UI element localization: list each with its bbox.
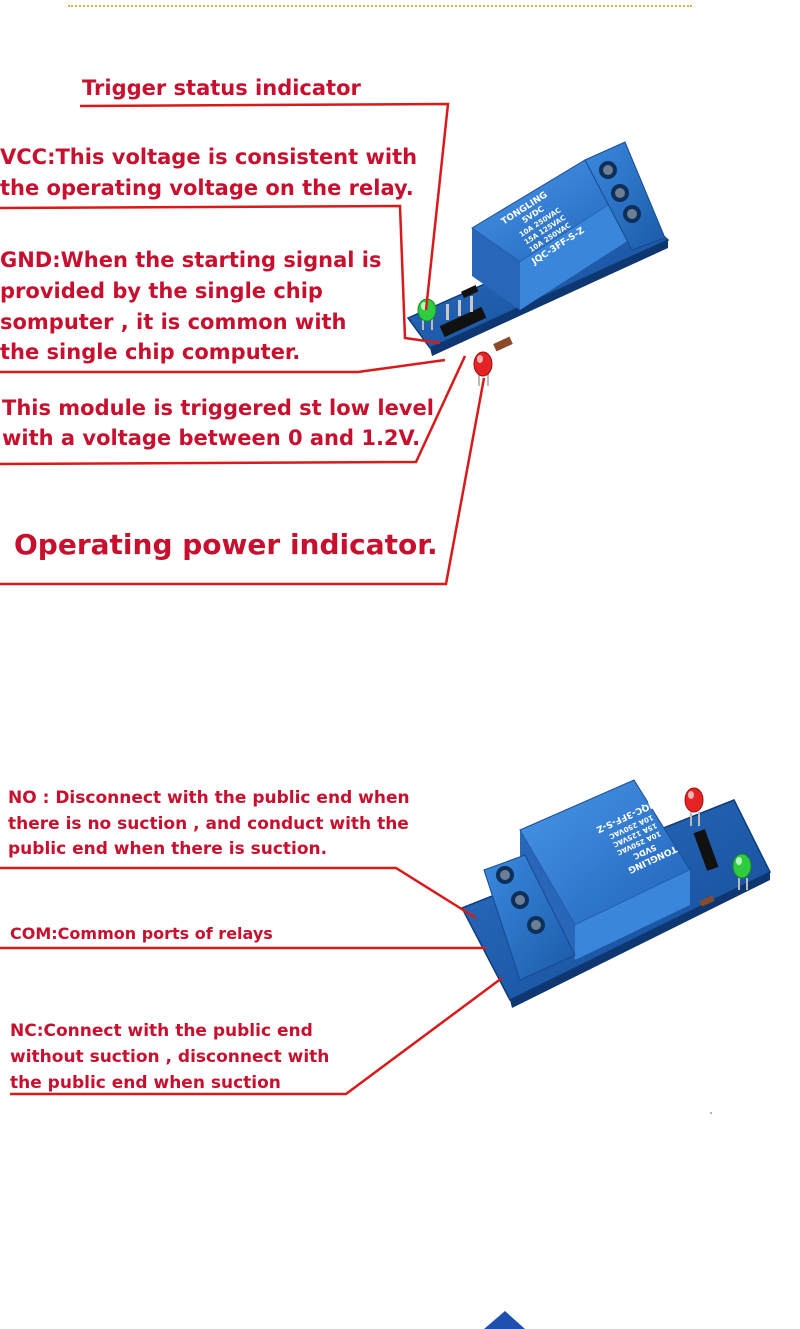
relay-module-2: TONGLING 5VDC 10A 250VAC 15A 125VAC 10A … bbox=[460, 779, 772, 1008]
no-leader-line bbox=[0, 866, 477, 920]
nc-label-line3: the public end when suction bbox=[10, 1073, 281, 1093]
power-leader-line bbox=[0, 377, 486, 586]
leader-lines-2 bbox=[0, 866, 503, 1096]
vcc-label-line2: the operating voltage on the relay. bbox=[0, 176, 414, 200]
top-dotted-border bbox=[68, 0, 692, 7]
input-leader-line bbox=[0, 355, 467, 466]
leader-lines-1 bbox=[0, 102, 486, 586]
power-led-red-2 bbox=[684, 787, 704, 826]
no-label-line2: there is no suction , and conduct with t… bbox=[8, 814, 409, 834]
nc-label-line1: NC:Connect with the public end bbox=[10, 1021, 313, 1041]
input-label-line1: This module is triggered st low level bbox=[2, 396, 434, 420]
vcc-leader-line bbox=[0, 204, 441, 345]
input-label-line2: with a voltage between 0 and 1.2V. bbox=[2, 426, 421, 450]
com-label: COM:Common ports of relays bbox=[10, 924, 273, 943]
trigger-led-green-2 bbox=[732, 853, 752, 890]
vcc-label-line1: VCC:This voltage is consistent with bbox=[0, 145, 418, 169]
gnd-label-line4: the single chip computer. bbox=[0, 340, 301, 364]
gnd-label-line2: provided by the single chip bbox=[0, 279, 323, 303]
nc-label-line2: without suction , disconnect with bbox=[10, 1047, 330, 1067]
power-indicator-label: Operating power indicator. bbox=[14, 528, 438, 561]
gnd-label-line1: GND:When the starting signal is bbox=[0, 248, 382, 272]
gnd-label-line3: somputer , it is common with bbox=[0, 310, 347, 334]
pin-header-1 bbox=[439, 296, 487, 338]
no-label-line3: public end when there is suction. bbox=[8, 839, 328, 859]
gnd-leader-line bbox=[0, 358, 446, 374]
power-led-red bbox=[473, 351, 493, 386]
nc-leader-line bbox=[10, 976, 503, 1096]
no-label-line1: NO : Disconnect with the public end when bbox=[8, 788, 410, 808]
trigger-leader-line bbox=[79, 102, 450, 311]
relay-module-1: TONGLING 5VDC 10A 250VAC 15A 125VAC 10A … bbox=[406, 141, 670, 386]
trigger-status-label: Trigger status indicator bbox=[82, 76, 361, 100]
terminal-block-2 bbox=[483, 854, 576, 981]
next-item-edge bbox=[484, 1311, 525, 1329]
